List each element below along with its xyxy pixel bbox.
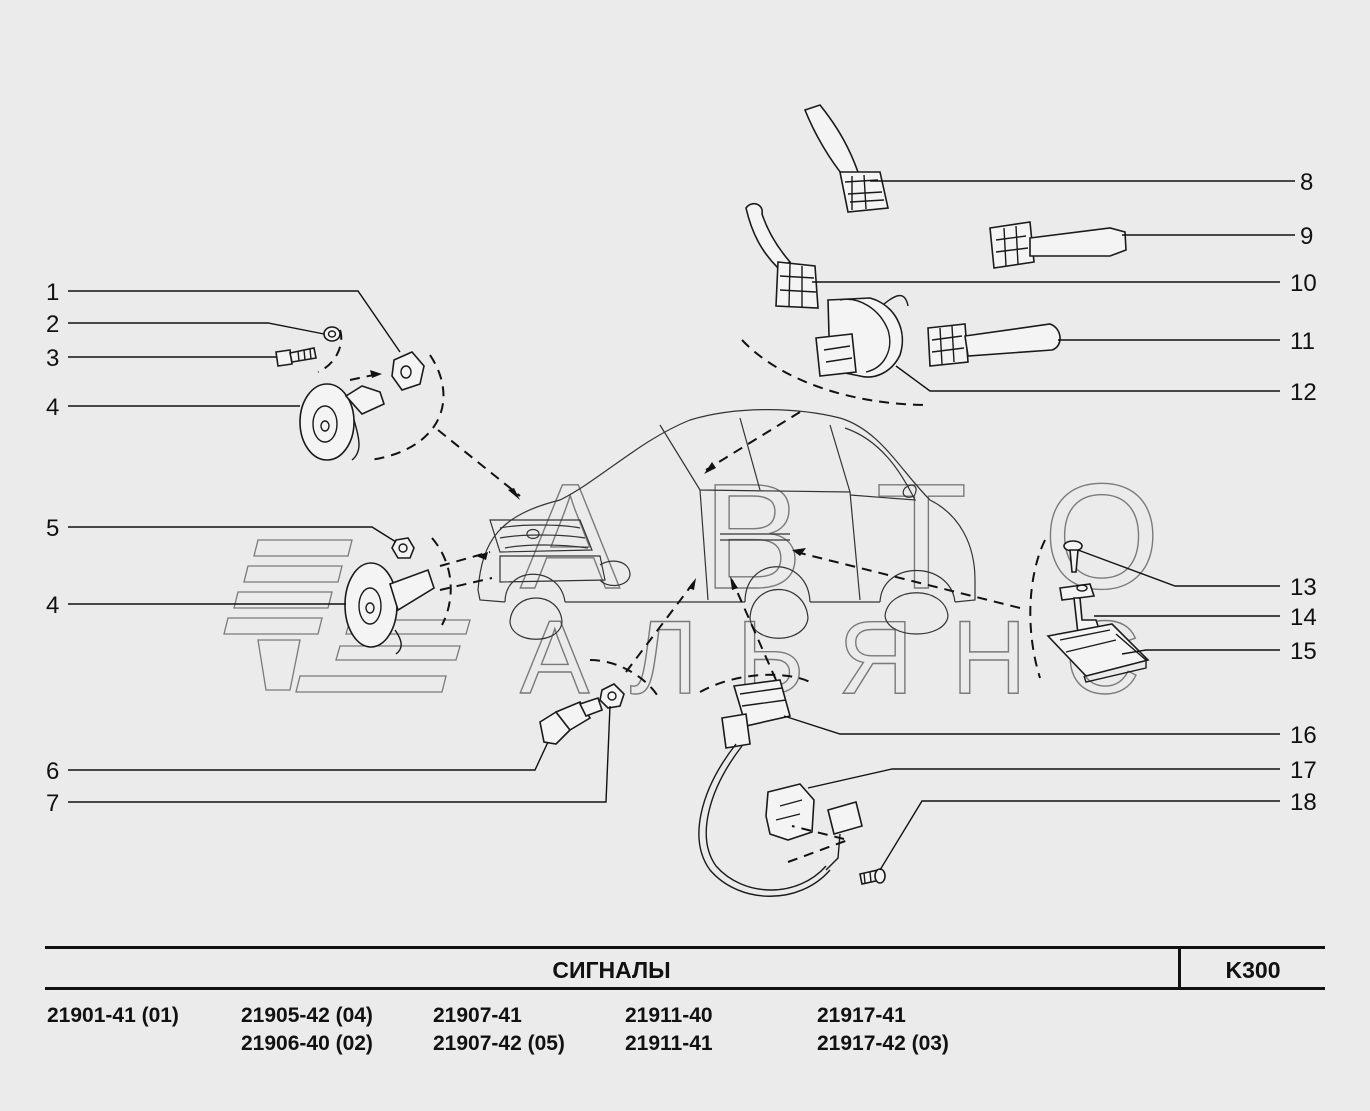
part-1-nut <box>391 351 425 391</box>
model-code: 21905-42 (04) <box>241 1004 373 1027</box>
callout-labels: 1 2 3 4 5 4 6 7 8 9 10 11 12 13 14 15 16… <box>46 169 1317 817</box>
models-column-3: 21907-41 21907-42 (05) <box>433 1002 565 1058</box>
callout-13: 13 <box>1290 574 1317 601</box>
models-column-2: 21905-42 (04) 21906-40 (02) <box>241 1002 373 1058</box>
model-code: 21911-40 <box>625 1004 713 1027</box>
part-7-nut <box>599 683 625 709</box>
model-code: 21907-41 <box>433 1004 522 1027</box>
callout-18: 18 <box>1290 789 1317 816</box>
part-17-bracket <box>765 783 815 841</box>
callout-2: 2 <box>46 311 59 338</box>
watermark-logo <box>223 539 471 693</box>
callout-4-upper: 4 <box>46 394 59 421</box>
title-divider <box>1178 946 1181 990</box>
callout-8: 8 <box>1300 169 1313 196</box>
model-code: 21911-41 <box>625 1032 713 1055</box>
page-title: СИГНАЛЫ <box>552 957 671 983</box>
leader-lines <box>68 180 1295 871</box>
part-11-switch <box>927 323 1061 367</box>
callout-14: 14 <box>1290 604 1317 631</box>
callout-17: 17 <box>1290 757 1317 784</box>
part-9-switch <box>989 221 1127 269</box>
models-column-1: 21901-41 (01) <box>47 1002 179 1030</box>
part-13-screw <box>1063 540 1083 573</box>
part-8-switch <box>803 104 889 213</box>
part-3-bolt <box>275 347 317 367</box>
part-12-housing <box>815 294 909 378</box>
part-4-horn-upper <box>299 383 385 461</box>
model-code: 21907-42 (05) <box>433 1032 565 1055</box>
model-code: 21906-40 (02) <box>241 1032 373 1055</box>
parts-diagram: АВТО АЛЬЯНС <box>46 104 1317 897</box>
models-column-4: 21911-40 21911-41 <box>625 1002 713 1058</box>
part-15-switch <box>1046 623 1150 683</box>
callout-16: 16 <box>1290 722 1317 749</box>
part-5-nut <box>391 537 415 559</box>
model-code: 21917-42 (03) <box>817 1032 949 1055</box>
model-code: 21917-41 <box>817 1004 906 1027</box>
callout-10: 10 <box>1290 270 1317 297</box>
callout-15: 15 <box>1290 638 1317 665</box>
callout-4-lower: 4 <box>46 592 59 619</box>
part-4-horn-lower <box>344 562 435 655</box>
car-outline <box>477 409 976 640</box>
part-2-washer <box>323 326 341 342</box>
title-block: СИГНАЛЫ K300 <box>45 946 1325 990</box>
assembly-guides <box>317 329 1046 863</box>
part-17-switch <box>825 801 863 871</box>
callout-1: 1 <box>46 279 59 306</box>
callout-12: 12 <box>1290 379 1317 406</box>
part-16-connector <box>698 679 831 897</box>
part-18-screw <box>859 868 886 885</box>
part-10-switch <box>745 202 819 309</box>
callout-9: 9 <box>1300 223 1313 250</box>
callout-7: 7 <box>46 790 59 817</box>
callout-3: 3 <box>46 345 59 372</box>
part-6-switch <box>539 696 604 745</box>
page-code: K300 <box>1225 957 1281 983</box>
part-14-bracket <box>1059 583 1102 635</box>
callout-5: 5 <box>46 515 59 542</box>
callout-6: 6 <box>46 758 59 785</box>
model-code: 21901-41 (01) <box>47 1004 179 1027</box>
callout-11: 11 <box>1290 328 1315 355</box>
models-column-5: 21917-41 21917-42 (03) <box>817 1002 949 1058</box>
